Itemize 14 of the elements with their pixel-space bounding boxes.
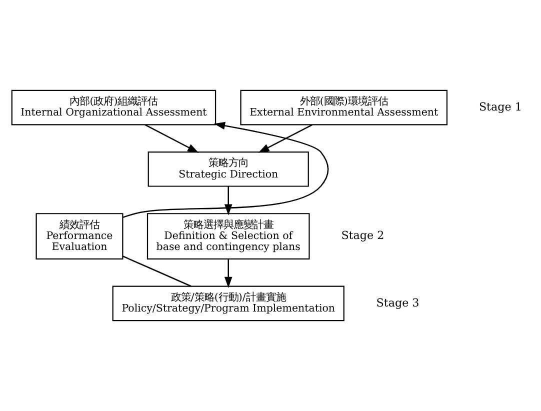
connector xyxy=(122,256,192,287)
arrow xyxy=(144,124,199,153)
arrow xyxy=(258,124,313,153)
label: Stage 3 xyxy=(376,296,420,310)
label: Stage 2 xyxy=(341,229,384,242)
node-box: 策略方向 Strategic Direction xyxy=(148,151,309,187)
node-box: 外部(國際)環境評估 External Environmental Assessment xyxy=(240,90,448,126)
node-box: 策略選擇與應變計畫 Definition & Selection of base and contingency plans xyxy=(146,213,310,260)
arrow xyxy=(224,259,232,288)
node-box: 政策/策略(行動)/計畫實施 Policy/Strategy/Program Implementation xyxy=(112,286,344,322)
node-box: 績效評估 Performance Evaluation xyxy=(36,213,124,260)
arrow xyxy=(122,122,329,218)
label: Stage 1 xyxy=(478,100,522,114)
node-box: 內部(政府)組織評估 Internal Organizational Assessment xyxy=(11,90,216,126)
